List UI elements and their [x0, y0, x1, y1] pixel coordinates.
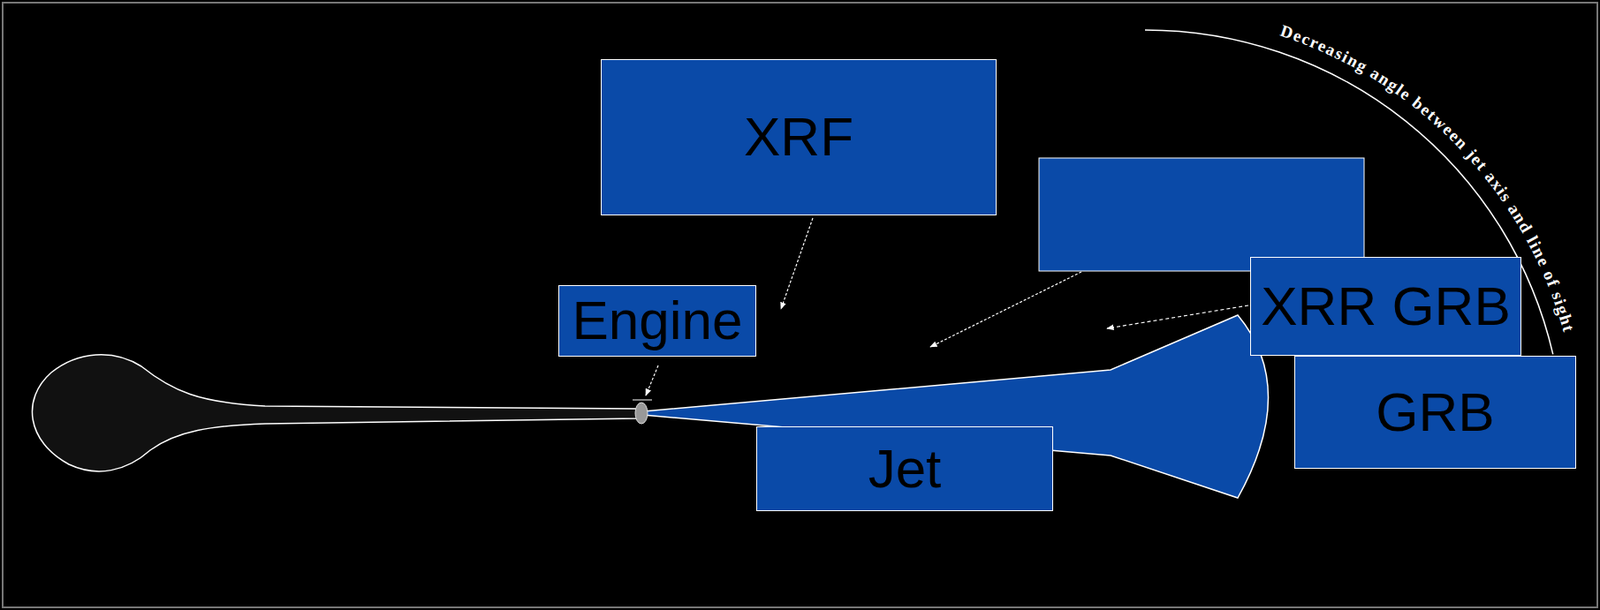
- engine-tick: [632, 400, 653, 402]
- box-label: XRF: [743, 106, 854, 167]
- label-box: XRF: [600, 59, 997, 216]
- label-box: GRB: [1294, 356, 1577, 470]
- box-label: Jet: [868, 439, 942, 500]
- sightline-arrow: [781, 218, 813, 310]
- progenitor-star: [31, 355, 638, 472]
- box-label: Engine: [571, 290, 743, 351]
- label-box: XRR GRB: [1250, 257, 1522, 357]
- blank-box: [1038, 158, 1365, 272]
- sightline-arrow: [930, 272, 1082, 348]
- engine-dot: [635, 402, 648, 425]
- label-box: Jet: [756, 426, 1054, 512]
- box-label: GRB: [1375, 382, 1494, 443]
- box-label: XRR GRB: [1260, 276, 1510, 337]
- sightline-arrow: [1107, 305, 1249, 329]
- leader-arrow: [645, 365, 659, 396]
- label-box: Engine: [558, 285, 757, 357]
